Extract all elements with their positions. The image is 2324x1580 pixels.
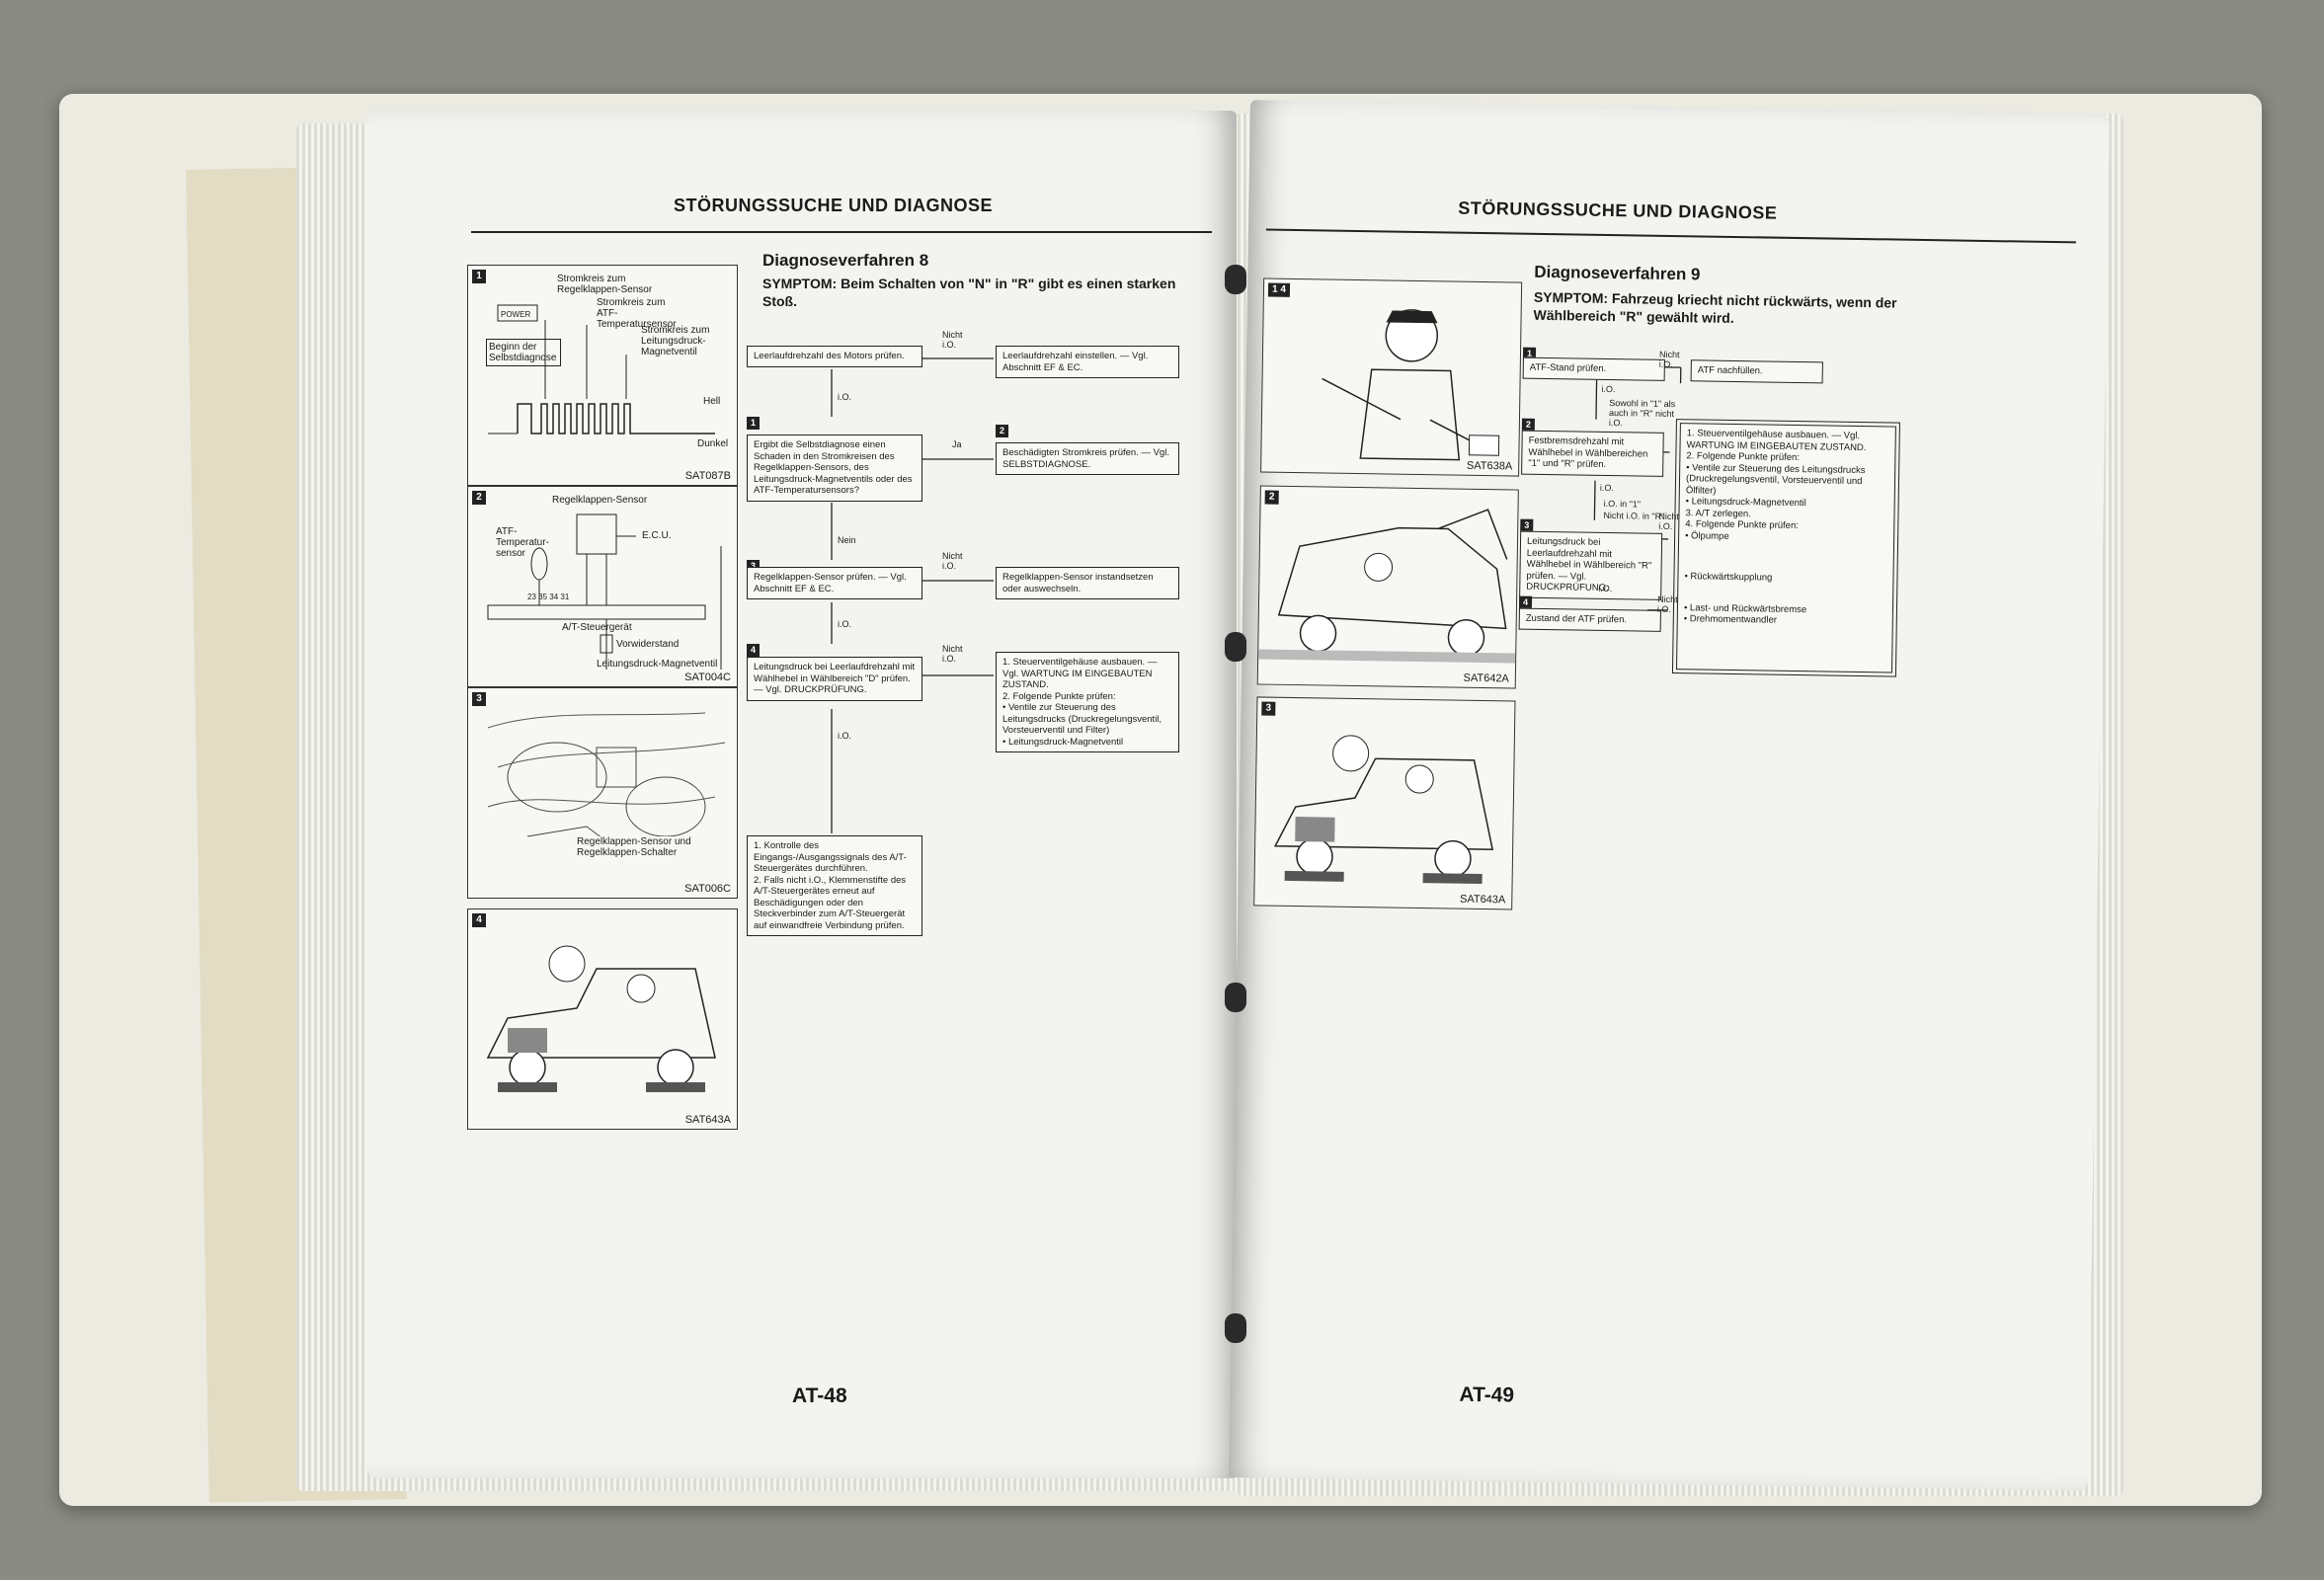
figure-ref: SAT087B [684, 470, 731, 482]
step-2-marker: 2 [996, 425, 1008, 437]
figure-4-car-test: 4 SAT643A [467, 908, 738, 1130]
flow-box-idle-fix: Leerlaufdrehzahl einstellen. — Vgl. Absc… [996, 346, 1179, 378]
graph-label-a: Stromkreis zum Regelklappen-Sensor [557, 274, 653, 295]
circuit-diagram [487, 514, 722, 670]
flow-box-step-2: Beschädigten Stromkreis prüfen. — Vgl. S… [996, 442, 1179, 475]
mechanic-drawing [1322, 309, 1500, 461]
figure-1-self-diagnosis: 1 POWER Stromkreis zum Regelklappen-Sens… [467, 265, 738, 486]
step-4-marker: 4 [747, 644, 760, 657]
symptom-text: SYMPTOM: Beim Schalten von "N" in "R" gi… [762, 276, 1176, 309]
label-sensor: Regelklappen-Sensor [552, 495, 648, 506]
left-page: STÖRUNGSSUCHE UND DIAGNOSE 1 POWER Strom… [367, 111, 1237, 1478]
label-io: i.O. [838, 392, 852, 402]
flow-box-sensor-fix: Regelklappen-Sensor instandsetzen oder a… [996, 567, 1179, 599]
page-number: AT-49 [1459, 1382, 1515, 1407]
figure-number: 2 [472, 491, 486, 505]
label-nicht-io: Nicht i.O. [1658, 349, 1680, 370]
figure-2-circuit: 2 Regelklappen-Sensor ATF-Temperatur-sen… [467, 486, 738, 687]
page-header: STÖRUNGSSUCHE UND DIAGNOSE [674, 196, 994, 215]
label-ecu: E.C.U. [642, 530, 672, 541]
figure-3-car-test: 3 SAT643A [1253, 696, 1516, 910]
graph-label-dunkel: Dunkel [697, 438, 729, 449]
flow-box-step-1: ATF-Stand prüfen. [1522, 356, 1665, 381]
figure-number: 3 [472, 692, 486, 706]
list-item: 2. Falls nicht i.O., Klemmenstifte des A… [754, 874, 907, 931]
label-steuergeraet: A/T-Steuergerät [562, 622, 632, 633]
flow-box-step-4: Leitungsdruck bei Leerlaufdrehzahl mit W… [747, 657, 922, 701]
flow-box-step-4: Zustand der ATF prüfen. [1518, 607, 1661, 632]
graph-label-b: Stromkreis zum ATF-Temperatursensor [597, 297, 677, 330]
label-vorwiderstand: Vorwiderstand [616, 639, 680, 650]
power-label: POWER [501, 310, 531, 319]
binder-ring [1225, 265, 1246, 294]
figure-ref: SAT643A [684, 1114, 731, 1126]
car-hood-drawing [1258, 509, 1516, 664]
label-nicht-io: Nicht i.O. [942, 644, 963, 664]
flow-box-step-3: Regelklappen-Sensor prüfen. — Vgl. Absch… [747, 567, 922, 599]
procedure-title: Diagnoseverfahren 8 [762, 251, 929, 270]
label-io: i.O. [838, 731, 852, 741]
list-item: • Leitungsdruck-Magnetventil [1002, 736, 1124, 748]
flow-box-repair-actions: 1. Steuerventilgehäuse ausbauen. — Vgl. … [1671, 419, 1900, 677]
flow-box-step-3: Leitungsdruck bei Leerlaufdrehzahl mit W… [1519, 530, 1663, 600]
label-nicht-io: Nicht i.O. [942, 330, 963, 350]
list-item: 1. Steuerventilgehäuse ausbauen. — Vgl. … [1002, 657, 1158, 690]
label-magnetventil: Leitungsdruck-Magnetventil [597, 659, 718, 670]
list-item: • Ventile zur Steuerung des Leitungsdruc… [1685, 461, 1866, 497]
flowchart-connectors [1592, 366, 1682, 611]
list-item: 2. Folgende Punkte prüfen: [1002, 690, 1116, 702]
flow-box-step-2: Festbremsdrehzahl mit Wählhebel in Wählb… [1521, 430, 1664, 477]
right-page: STÖRUNGSSUCHE UND DIAGNOSE 1 4 SAT638A 2… [1229, 100, 2110, 1491]
list-item: • Ventile zur Steuerung des Leitungsdruc… [1002, 702, 1162, 736]
label-io: i.O. [1601, 383, 1616, 395]
figure-ref: SAT006C [684, 883, 731, 895]
graph-label-hell: Hell [703, 396, 721, 407]
header-rule [471, 231, 1212, 233]
list-item: 1. Kontrolle des Eingangs-/Ausgangssigna… [754, 840, 907, 874]
engine-bay-drawing [487, 712, 726, 857]
label-io: i.O. [838, 619, 852, 629]
figure-1-mechanic: 1 4 SAT638A [1260, 277, 1523, 477]
label-io: i.O. [1599, 482, 1614, 494]
figure-number: 4 [472, 913, 486, 927]
label-sowohl: Sowohl in "1" als auch in "R" nicht i.O. [1608, 397, 1676, 429]
flowchart-connectors [831, 357, 994, 833]
car-with-mechanic-drawing [486, 945, 716, 1092]
list-item: • Drehmomentwandler [1683, 613, 1778, 626]
figure-ref: SAT004C [684, 672, 731, 683]
flow-box-ecu-check: 1. Kontrolle des Eingangs-/Ausgangssigna… [747, 835, 922, 936]
page-number: AT-48 [792, 1384, 847, 1407]
self-diagnosis-signal-graph [488, 304, 715, 434]
list-item: 1. Steuerventilgehäuse ausbauen. — Vgl. … [1686, 428, 1867, 453]
label-nein: Nein [838, 535, 856, 545]
flow-box-refill: ATF nachfüllen. [1690, 359, 1823, 383]
label-nicht-io: Nicht i.O. [942, 551, 963, 571]
flow-box-idle-check: Leerlaufdrehzahl des Motors prüfen. [747, 346, 922, 367]
label-io-in-1: i.O. in "1" [1603, 498, 1642, 510]
binder-ring [1225, 983, 1246, 1012]
label-atf-sensor: ATF-Temperatur-sensor [496, 526, 549, 559]
label-pins: 23 35 34 31 [527, 592, 570, 601]
flow-box-valve-check: 1. Steuerventilgehäuse ausbauen. — Vgl. … [996, 652, 1179, 752]
graph-label-c: Stromkreis zum Leitungsdruck-Magnetventi… [641, 325, 710, 357]
label-io: i.O. [1598, 583, 1613, 594]
binder-ring [1225, 632, 1246, 662]
step-1-marker: 1 [747, 417, 760, 430]
car-with-mechanic-drawing [1273, 735, 1494, 885]
graph-label-start: Beginn der Selbstdiagnose [486, 339, 561, 366]
label-ja: Ja [952, 439, 962, 449]
figure-number: 1 [472, 270, 486, 283]
binder-ring [1225, 1313, 1246, 1343]
figure-2-car-hood: 2 SAT642A [1256, 485, 1519, 689]
flow-box-step-1: Ergibt die Selbstdiagnose einen Schaden … [747, 434, 922, 502]
figure-3-engine-illustration: 3 Regelklappen-Sensor und Regelklappen-S… [467, 687, 738, 899]
label-caption: Regelklappen-Sensor und Regelklappen-Sch… [577, 836, 725, 858]
